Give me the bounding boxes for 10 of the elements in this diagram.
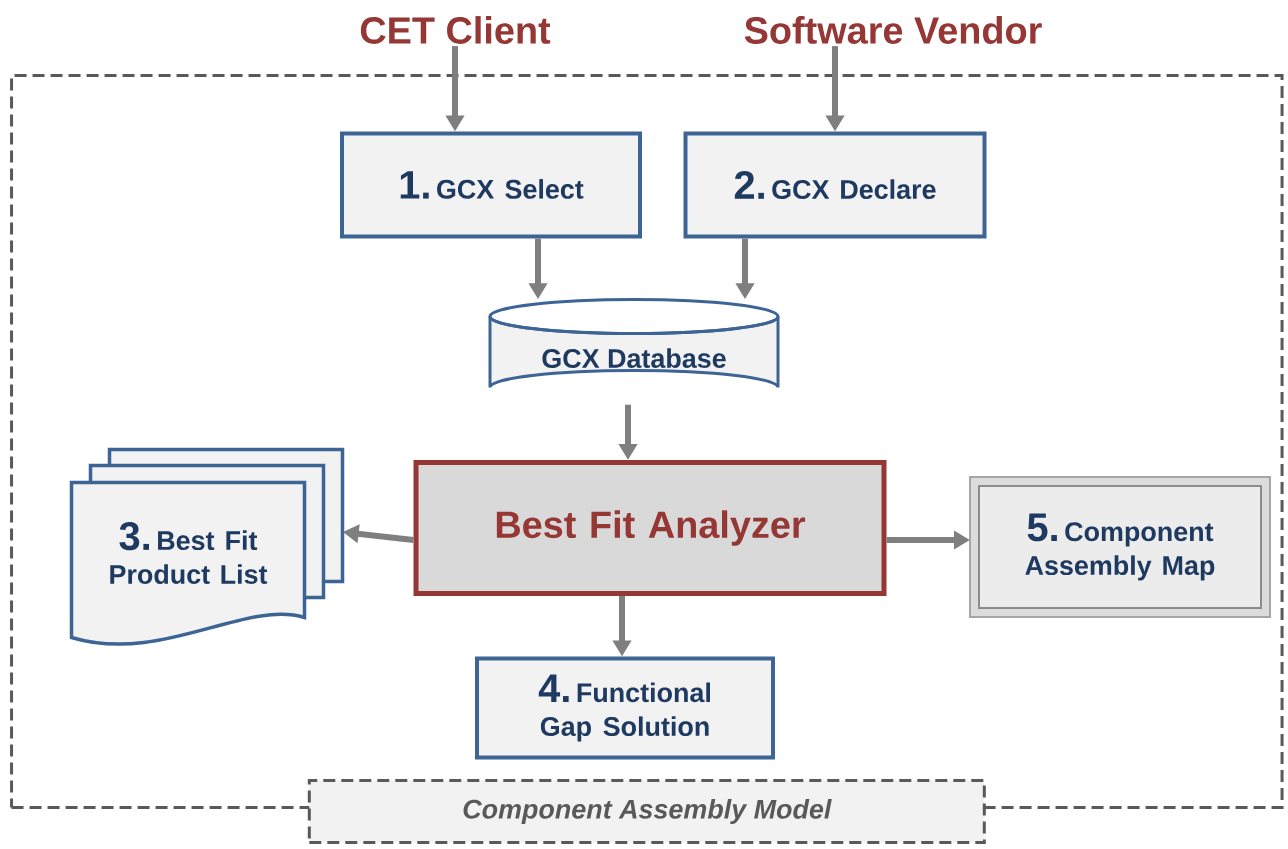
document-stack: 3. Best Fit Product List	[69, 447, 345, 646]
process-box: Best Fit Analyzer	[413, 460, 887, 596]
process-box: 2. GCX Declare	[683, 131, 987, 239]
process-box: 4. Functional Gap Solution	[475, 656, 775, 760]
process-box: 5. Component Assembly Map	[969, 476, 1271, 618]
title-text: CET Client	[360, 16, 551, 44]
title-text: Software Vendor	[744, 16, 1042, 44]
process-box: 1. GCX Select	[340, 131, 642, 239]
caption-box: Component Assembly Model	[307, 779, 986, 844]
database-cylinder: GCX Database	[488, 298, 780, 389]
